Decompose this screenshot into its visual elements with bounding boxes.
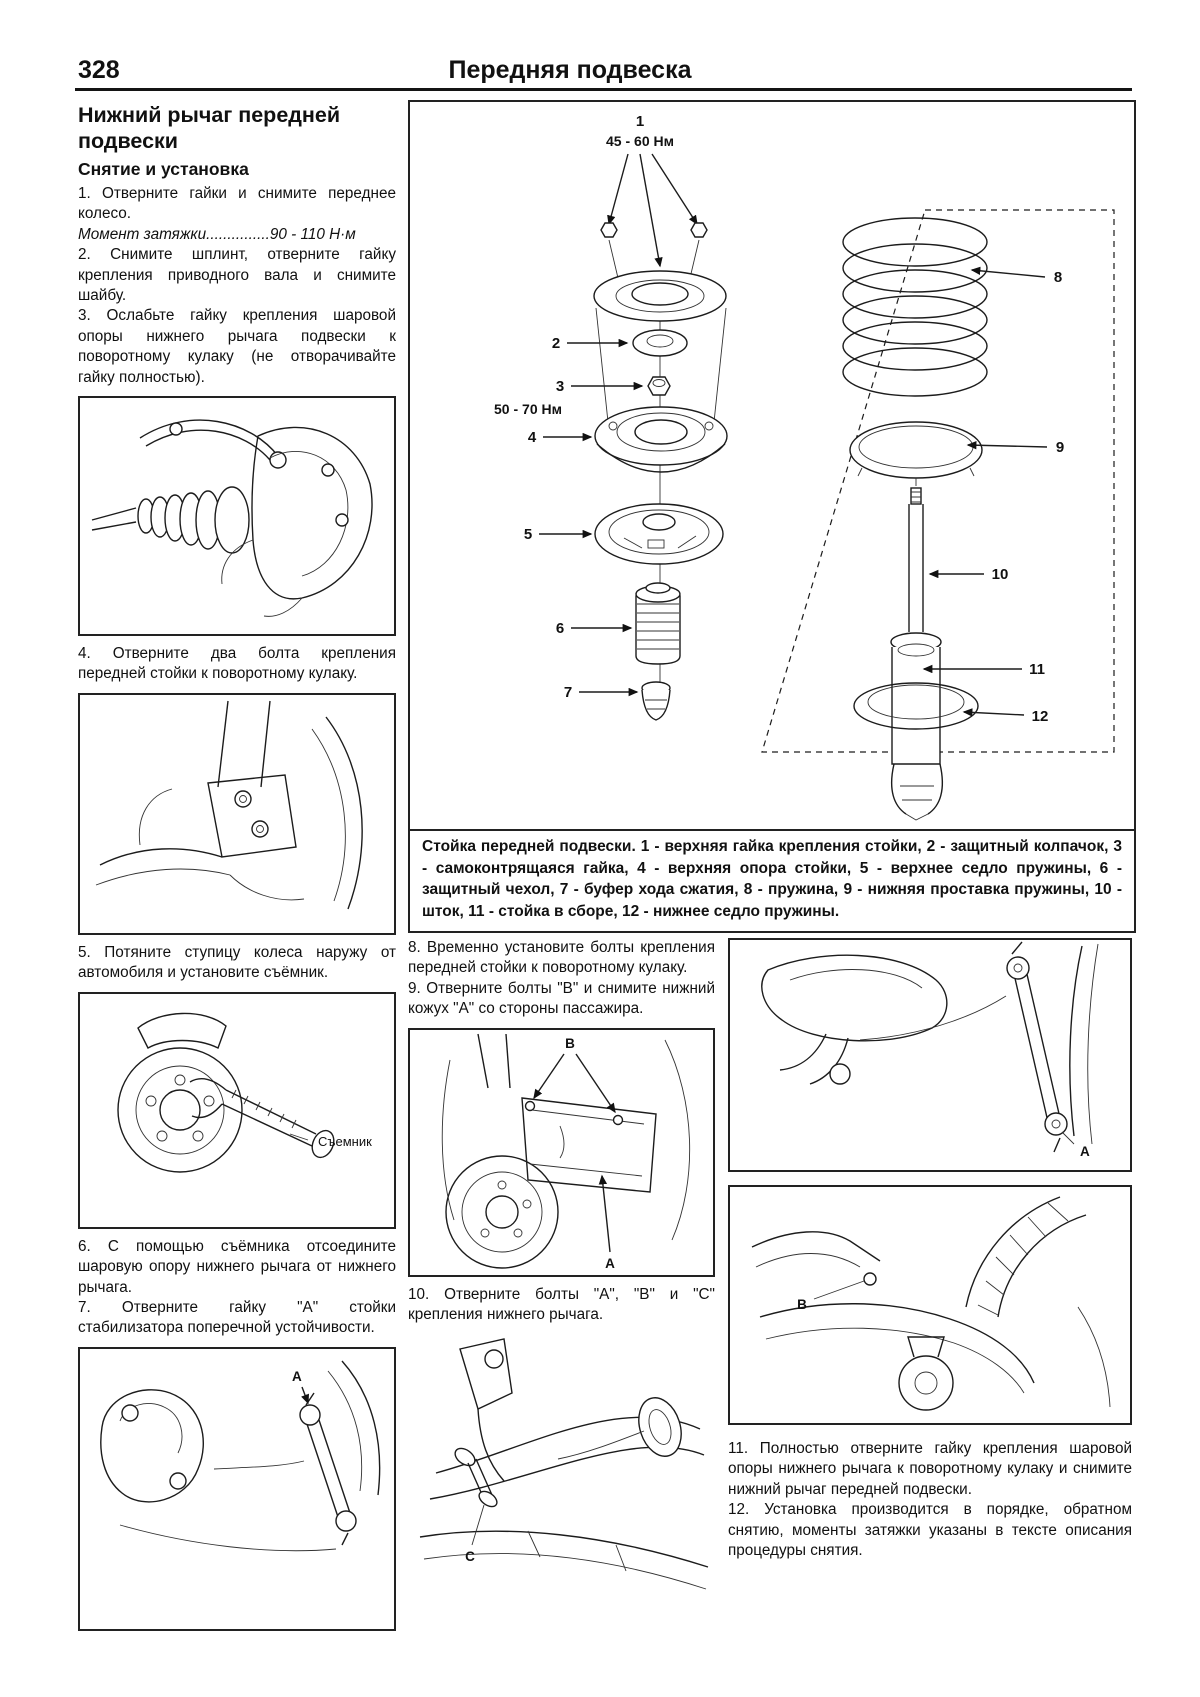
page-header-title: Передняя подвеска	[448, 56, 692, 84]
part-10-label: 10	[992, 566, 1009, 583]
step-5: 5. Потяните ступицу колеса наружу от авт…	[78, 943, 396, 982]
figure-hub-puller: Съемник	[78, 991, 396, 1229]
part-3-label: 3	[556, 378, 564, 395]
part-11-label: 11	[1029, 661, 1045, 678]
page-number: 328	[78, 56, 120, 84]
strut-figure-caption: Стойка передней подвески. 1 - верхняя га…	[422, 838, 1122, 920]
torque-label: Момент затяжки	[78, 225, 207, 243]
strut-exploded-drawing: 1 45 - 60 Нм 2	[410, 102, 1130, 824]
torque-value: 90 - 110 Н·м	[269, 225, 356, 243]
arm-label-c: С	[465, 1549, 475, 1564]
section-title: Нижний рычаг передней подвески	[78, 103, 341, 153]
figure-lower-arm-drawing: С	[408, 1331, 715, 1632]
cover-label-a: А	[605, 1256, 615, 1271]
step-7: 7. Отверните гайку "А" стойки стабилизат…	[78, 1298, 396, 1337]
part-9-label: 9	[1056, 439, 1064, 456]
step-12: 12. Установка производится в порядке, об…	[728, 1501, 1132, 1560]
figure-stab-link-a-drawing: А	[730, 940, 1130, 1170]
figure-lower-cover-drawing: В А	[410, 1029, 713, 1275]
step-6: 6. С помощью съёмника отсоедините шарову…	[78, 1237, 396, 1296]
part-8-label: 8	[1054, 269, 1062, 286]
step-8: 8. Временно установите болты крепления п…	[408, 939, 715, 977]
part-6-label: 6	[556, 620, 564, 637]
cover-label-b: В	[565, 1036, 575, 1051]
link-label-a: А	[1080, 1144, 1090, 1159]
step-3: 3. Ослабьте гайку крепления шаровой опор…	[78, 307, 396, 386]
torque-dots: ...............	[206, 225, 270, 243]
figure-stab-link-a: А	[728, 938, 1132, 1172]
balljoint-label-b: В	[797, 1297, 807, 1312]
figure-hub-puller-drawing: Съемник	[80, 993, 394, 1227]
part-1-label: 1	[636, 113, 644, 130]
part-7-label: 7	[564, 684, 572, 701]
left-column: Нижний рычаг передней подвески Снятие и …	[78, 102, 396, 1639]
stabilizer-label-a: A	[292, 1369, 302, 1384]
figure-stabilizer-link: A	[78, 1346, 396, 1631]
strut-exploded-drawing-area: 1 45 - 60 Нм 2	[410, 102, 1134, 831]
figure-ball-joint-b: В	[728, 1185, 1132, 1425]
step-11: 11. Полностью отверните гайку крепления …	[728, 1440, 1132, 1498]
step-9: 9. Отверните болты "В" и снимите нижний …	[408, 979, 715, 1018]
right-column: А В 11. Полностью отверните	[728, 938, 1132, 1561]
step-2: 2. Снимите шплинт, отверните гайку крепл…	[78, 246, 396, 305]
part-5-label: 5	[524, 526, 532, 543]
step-4: 4. Отверните два болта крепления передне…	[78, 645, 396, 683]
part-12-label: 12	[1032, 708, 1049, 725]
puller-callout-label: Съемник	[318, 1134, 372, 1149]
figure-stabilizer-link-drawing: A	[80, 1348, 394, 1629]
section-subtitle: Снятие и установка	[78, 159, 249, 179]
step-1: 1. Отверните гайки и снимите переднее ко…	[78, 185, 396, 223]
step-10: 10. Отверните болты "А", "В" и "С" крепл…	[408, 1285, 715, 1324]
figure-knuckle-cv-joint-drawing	[80, 398, 394, 635]
torque-nut-label: 50 - 70 Нм	[494, 401, 562, 417]
figure-lower-cover: В А	[408, 1027, 715, 1277]
figure-ball-joint-b-drawing: В	[730, 1187, 1130, 1423]
strut-exploded-figure: 1 45 - 60 Нм 2	[408, 100, 1136, 933]
figure-knuckle-cv-joint	[78, 396, 396, 637]
figure-strut-bolts-drawing	[80, 694, 394, 933]
figure-lower-arm: С	[408, 1331, 715, 1632]
middle-column: 8. Временно установите болты крепления п…	[408, 938, 715, 1632]
figure-strut-bolts	[78, 692, 396, 935]
part-4-label: 4	[528, 429, 537, 446]
part-2-label: 2	[552, 335, 560, 352]
torque-top-label: 45 - 60 Нм	[606, 133, 674, 149]
torque-note: Момент затяжки...............90 - 110 Н·…	[78, 225, 396, 245]
header-rule	[75, 88, 1132, 91]
